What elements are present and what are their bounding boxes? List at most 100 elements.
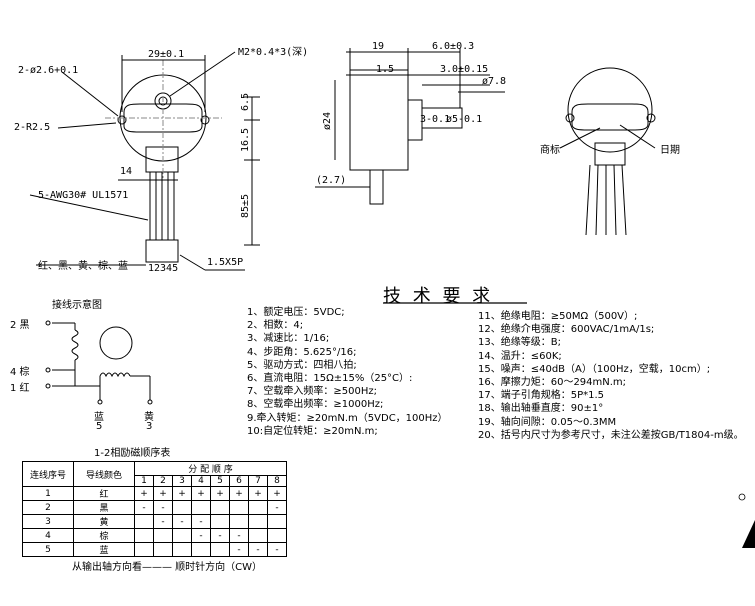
- cell: -: [229, 528, 249, 543]
- requirement-item: 14、温升：≤60K;: [478, 350, 562, 362]
- cell: -: [210, 528, 230, 543]
- requirement-item: 13、绝缘等级：B;: [478, 337, 561, 349]
- connector-label: 1.5X5P: [207, 257, 244, 268]
- cell: -: [134, 500, 154, 515]
- row-color: 黄: [73, 514, 135, 529]
- cell: +: [267, 486, 287, 501]
- wire-length-label: 85±5: [240, 193, 251, 218]
- requirement-item: 5、驱动方式：四相八拍;: [247, 359, 357, 371]
- mounting-flange: [123, 103, 203, 133]
- side-dim-5-tol: ø5-0.1: [446, 114, 483, 125]
- cell: -: [267, 542, 287, 557]
- side-shaft: [421, 107, 463, 129]
- requirement-item: 8、空载牵出频率：≥1000Hz;: [247, 399, 384, 411]
- trademark-label: 商标: [540, 145, 560, 156]
- cell: [267, 528, 287, 543]
- table-row: 1 红 + + + + + + + +: [22, 486, 287, 501]
- requirement-item: 19、轴向间隙：0.05～0.3MM: [478, 416, 617, 428]
- cell: [134, 514, 154, 529]
- cell: [134, 528, 154, 543]
- cell: [210, 542, 230, 557]
- row-no: 2: [22, 500, 74, 515]
- requirement-item: 1、额定电压：5VDC;: [247, 307, 345, 318]
- cell: -: [229, 542, 249, 557]
- requirement-item: 2、相数：4;: [247, 320, 304, 332]
- cell: [172, 528, 192, 543]
- side-dim-19: 19: [372, 41, 385, 52]
- wire-colors-label: 红、黑、黄、棕、蓝: [38, 261, 128, 272]
- blue-num: 5: [96, 421, 103, 432]
- cell: [267, 514, 287, 529]
- cell: +: [191, 486, 211, 501]
- step-header: 1: [134, 475, 154, 487]
- requirement-item: 16、摩擦力矩：60～294mN.m;: [478, 376, 627, 388]
- yellow-num: 3: [146, 421, 153, 432]
- requirement-item: 18、输出轴垂直度：90±1°: [478, 403, 604, 415]
- row-no: 5: [22, 542, 74, 557]
- table-row: 5 蓝 - - -: [22, 542, 287, 557]
- cell: [191, 542, 211, 557]
- table-row: 2 黑 - - -: [22, 500, 287, 515]
- terminal-2-label: 2 黑: [10, 320, 30, 331]
- row-no: 1: [22, 486, 74, 501]
- row-color: 蓝: [73, 542, 135, 557]
- step-header: 2: [153, 475, 173, 487]
- back-flange: [571, 103, 649, 131]
- requirement-item: 6、直流电阻：15Ω±15%（25°C）:: [247, 372, 413, 384]
- cell: [153, 542, 173, 557]
- side-dim-2-7: (2.7): [316, 175, 347, 186]
- dim-16-5-label: 16.5: [240, 127, 251, 152]
- cell: [248, 500, 268, 515]
- cell: +: [153, 486, 173, 501]
- mount-spacing-label: 29±0.1: [148, 49, 185, 60]
- screw-spec-label: M2*0.4*3(深): [238, 47, 309, 58]
- cell: -: [191, 528, 211, 543]
- cell: -: [267, 500, 287, 515]
- cell: -: [248, 542, 268, 557]
- side-dim-24: ø24: [322, 111, 333, 130]
- hole-spec-label: 2-ø2.6+0.1: [18, 65, 79, 76]
- cell: [134, 542, 154, 557]
- sequence-table: 连线序号 导线颜色 分 配 顺 序 1 2 3 4 5 6 7 8 1 红 + …: [22, 461, 287, 557]
- row-color: 红: [73, 486, 135, 501]
- requirement-item: 20、括号内尺寸为参考尺寸，未注公差按GB/T1804-m级。: [478, 429, 744, 441]
- step-header: 4: [191, 475, 211, 487]
- requirement-item: 17、端子引角规格：5P*1.5: [478, 390, 605, 402]
- requirement-item: 9.牵入转矩：≥20mN.m（5VDC，100Hz）: [247, 412, 448, 424]
- requirement-item: 4、步距角：5.625°/16;: [247, 346, 357, 358]
- motor-body-side: [349, 69, 409, 171]
- side-dim-3-tol: 3-0.1: [420, 114, 451, 125]
- dim-14-label: 14: [120, 166, 133, 177]
- row-color: 棕: [73, 528, 135, 543]
- row-color: 黑: [73, 500, 135, 515]
- row-no: 4: [22, 528, 74, 543]
- pins-label: 12345: [148, 263, 179, 274]
- cell: [248, 528, 268, 543]
- cell: -: [153, 514, 173, 529]
- cell: [172, 542, 192, 557]
- side-wire-exit: [369, 170, 384, 205]
- mount-hole-left: [117, 115, 127, 125]
- cell: -: [153, 500, 173, 515]
- yellow-label: 黄: [144, 412, 154, 423]
- step-header: 8: [267, 475, 287, 487]
- cell: +: [248, 486, 268, 501]
- requirement-item: 3、减速比：1/16;: [247, 333, 330, 345]
- requirements-right-list: 11、绝缘电阻：≥50MΩ（500V）; 12、绝缘介电强度：600VAC/1m…: [478, 310, 744, 442]
- rotor-symbol: [99, 326, 133, 360]
- connector-housing: [145, 239, 179, 263]
- terminal-1-label: 1 红: [10, 383, 30, 394]
- radius-label: 2-R2.5: [14, 122, 51, 133]
- header-no: 连线序号: [22, 461, 74, 487]
- cell: +: [210, 486, 230, 501]
- logo-mark: [742, 520, 755, 548]
- cell: [248, 514, 268, 529]
- cell: [153, 528, 173, 543]
- direction-note: 从输出轴方向看——— 顺时针方向（CW）: [72, 562, 263, 573]
- step-header: 7: [248, 475, 268, 487]
- requirement-item: 10:自定位转矩：≥20mN.m;: [247, 425, 378, 437]
- side-dim-3: 3.0±0.15: [440, 64, 489, 75]
- requirement-item: 12、绝缘介电强度：600VAC/1mA/1s;: [478, 324, 655, 336]
- wiring-title: 接线示意图: [52, 300, 102, 311]
